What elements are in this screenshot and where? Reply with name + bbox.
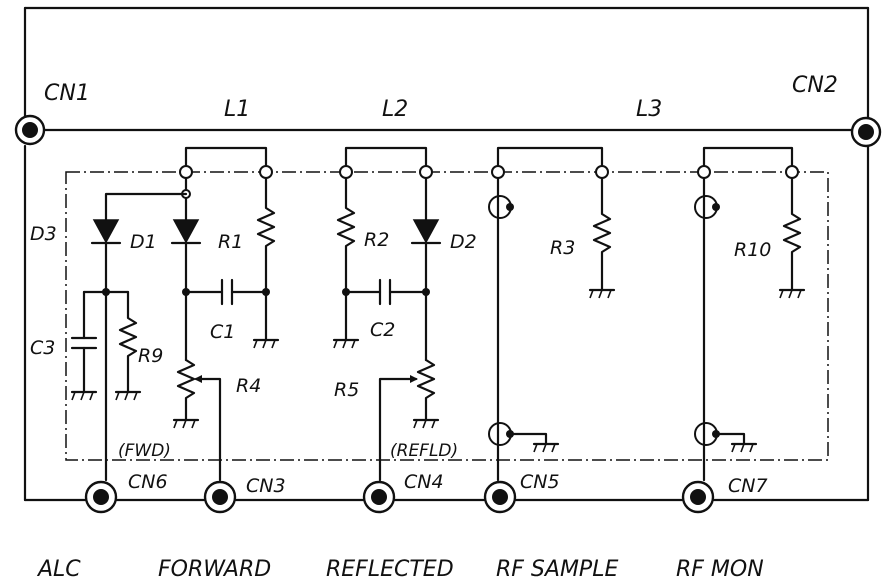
cn6-connector [84, 480, 118, 514]
l3-loop-a [496, 146, 604, 167]
d1-diode [170, 219, 202, 245]
refld-tag: (REFLD) [390, 441, 458, 461]
cn2-label: CN2 [792, 73, 838, 98]
reflected-label: REFLECTED [326, 557, 454, 582]
ferrite-bead-lower-a [488, 422, 560, 453]
cn7-connector [681, 480, 715, 514]
r5-label: R5 [334, 379, 359, 401]
c3-capacitor [70, 290, 98, 401]
r2-label: R2 [364, 229, 389, 251]
r9-resistor [114, 290, 142, 401]
cn6-label: CN6 [128, 471, 168, 493]
forward-label: FORWARD [158, 557, 271, 582]
l1-loop [184, 146, 268, 167]
l3-label: L3 [636, 97, 662, 122]
cn7-label: CN7 [728, 475, 768, 497]
l3-loop-b [702, 146, 794, 167]
ferrite-bead-upper-a [488, 195, 514, 219]
rf-mon-label: RF MON [676, 557, 764, 582]
r5-potentiometer [378, 358, 440, 482]
cn2-connector [850, 116, 882, 148]
rf-sample-label: RF SAMPLE [496, 557, 618, 582]
l2-label: L2 [382, 97, 408, 122]
r9-label: R9 [138, 345, 163, 367]
cn1-connector [14, 114, 46, 146]
r2-resistor [332, 176, 360, 349]
r1-resistor [252, 176, 280, 349]
cn4-connector [362, 480, 396, 514]
r3-label: R3 [550, 237, 575, 259]
d2-diode [410, 219, 442, 245]
c2-label: C2 [370, 319, 395, 341]
alc-label: ALC [36, 557, 81, 582]
r3-resistor [588, 176, 616, 299]
r10-label: R10 [734, 239, 771, 261]
cn4-label: CN4 [404, 471, 444, 493]
fwd-tag: (FWD) [118, 441, 171, 461]
inner-board-outline [65, 171, 829, 461]
ferrite-bead-upper-b [694, 195, 720, 219]
l2-loop [344, 146, 428, 167]
ferrite-bead-lower-b [694, 422, 758, 453]
d3-label: D3 [30, 223, 57, 245]
d2-label: D2 [450, 231, 477, 253]
r10-resistor [778, 176, 806, 299]
d1-label: D1 [130, 231, 157, 253]
r4-label: R4 [236, 375, 261, 397]
cn1-label: CN1 [44, 81, 90, 106]
c2-capacitor [344, 278, 428, 306]
r4-potentiometer [172, 358, 222, 482]
c1-capacitor [220, 278, 268, 306]
d3-diode [90, 219, 122, 245]
cn3-connector [203, 480, 237, 514]
cn5-label: CN5 [520, 471, 560, 493]
c3-label: C3 [30, 337, 55, 359]
c1-label: C1 [210, 321, 235, 343]
cn5-connector [483, 480, 517, 514]
r1-label: R1 [218, 231, 243, 253]
cn3-label: CN3 [246, 475, 286, 497]
l1-label: L1 [224, 97, 250, 122]
outer-enclosure [23, 6, 870, 502]
